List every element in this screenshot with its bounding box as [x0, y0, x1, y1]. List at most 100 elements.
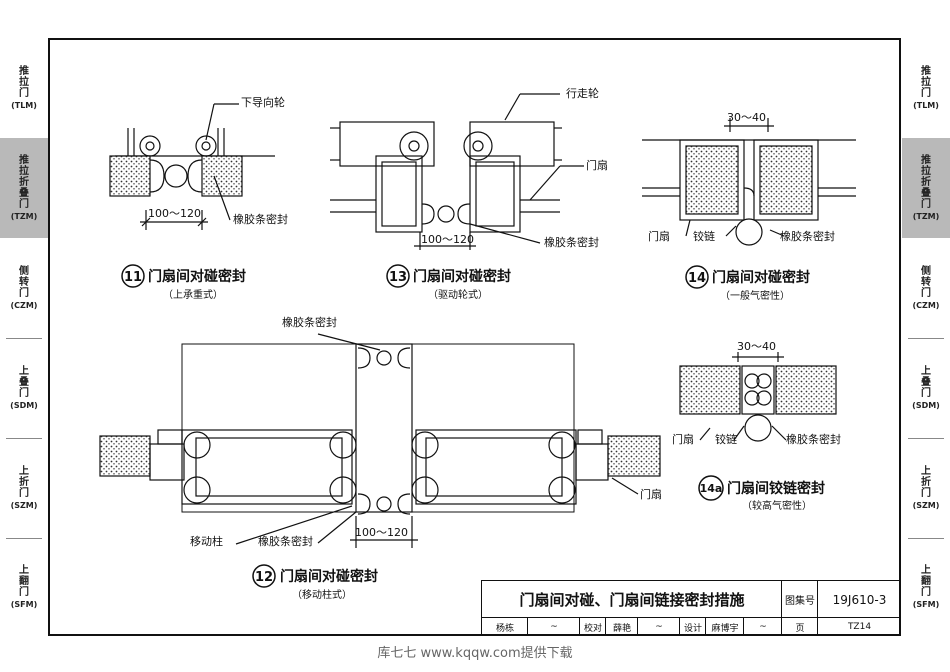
tab-czm[interactable]: 侧 转 门 (CZM)	[902, 238, 950, 338]
detail-number-bubble	[252, 564, 276, 588]
tab-label: 上 翻 门	[921, 564, 931, 598]
label-hinge: 铰链	[693, 229, 715, 243]
guide-wheel-left	[139, 135, 161, 157]
detail-number-bubble	[386, 264, 410, 288]
right-leaf-frame	[753, 139, 819, 221]
tab-szm[interactable]: 上 折 门 (SZM)	[902, 438, 950, 538]
tab-label: 上 折 门	[921, 465, 931, 499]
label-hinge: 铰链	[715, 432, 737, 446]
tab-szm[interactable]: 上 折 门 (SZM)	[0, 438, 48, 538]
tab-tlm[interactable]: 推 拉 门 (TLM)	[902, 38, 950, 138]
review-name: 杨栋	[481, 617, 528, 636]
right-leaf-section	[775, 365, 837, 415]
label-rubber-seal-bottom: 橡胶条密封	[258, 534, 313, 548]
tab-tlm[interactable]: 推 拉 门 (TLM)	[0, 38, 48, 138]
hinge-seal	[744, 414, 772, 442]
side-index-left: 推 拉 门 (TLM) 推 拉 折 叠 门 (TZM) 侧 转 门 (CZM) …	[0, 38, 48, 636]
dimension-text: 30～40	[727, 111, 766, 124]
tab-sdm[interactable]: 上 叠 门 (SDM)	[0, 338, 48, 438]
tab-czm[interactable]: 侧 转 门 (CZM)	[0, 238, 48, 338]
label-walking-wheel: 行走轮	[566, 86, 599, 100]
detail-number: 13	[389, 270, 407, 285]
tab-code: (TLM)	[11, 100, 37, 110]
check-name: 薛艳	[605, 617, 638, 636]
detail-number: 11	[124, 270, 142, 285]
label-door-leaf: 门扇	[648, 229, 670, 243]
detail-number: 14	[688, 271, 706, 286]
check-signature: ~	[637, 617, 680, 636]
atlas-number: 19J610-3	[817, 580, 901, 618]
tab-label: 推 拉 门	[19, 65, 29, 99]
atlas-label: 图集号	[781, 580, 818, 618]
tab-sdm[interactable]: 上 叠 门 (SDM)	[902, 338, 950, 438]
tab-code: (TLM)	[913, 100, 939, 110]
tab-divider	[908, 338, 944, 339]
download-footer: 库七七 www.kqqw.com提供下载	[377, 646, 573, 661]
tab-tzm[interactable]: 推 拉 折 叠 门 (TZM)	[0, 138, 48, 238]
tab-label: 推 拉 门	[921, 65, 931, 99]
walking-wheel-right	[463, 131, 493, 161]
label-rubber-seal: 橡胶条密封	[233, 212, 288, 226]
review-signature: ~	[527, 617, 580, 636]
dimension-text: 100～120	[421, 233, 474, 246]
detail-14: 30～40 门扇 铰链 橡胶条密封 14 门扇间对碰密封 （一般气密性）	[642, 111, 856, 302]
tab-divider	[908, 538, 944, 539]
tab-code: (CZM)	[10, 300, 38, 310]
left-leaf-frame	[375, 155, 423, 233]
label-door-leaf: 门扇	[640, 487, 662, 501]
detail-number-bubble	[685, 265, 709, 289]
tab-tzm[interactable]: 推 拉 折 叠 门 (TZM)	[902, 138, 950, 238]
detail-subtitle: （驱动轮式）	[428, 288, 488, 301]
tab-sfm[interactable]: 上 翻 门 (SFM)	[0, 538, 48, 636]
detail-subtitle: （一般气密性）	[720, 289, 790, 302]
tab-label: 上 叠 门	[19, 365, 29, 399]
detail-subtitle: （上承重式）	[163, 288, 223, 301]
label-rubber-seal-top: 橡胶条密封	[282, 315, 337, 329]
label-moving-post: 移动柱	[190, 534, 223, 548]
tab-code: (SFM)	[10, 599, 38, 609]
label-rubber-seal: 橡胶条密封	[786, 432, 841, 446]
detail-title: 门扇间对碰密封	[148, 268, 246, 285]
side-index-right: 推 拉 门 (TLM) 推 拉 折 叠 门 (TZM) 侧 转 门 (CZM) …	[902, 38, 950, 636]
tab-divider	[6, 538, 42, 539]
tab-code: (SDM)	[10, 400, 38, 410]
tab-sfm[interactable]: 上 翻 门 (SFM)	[902, 538, 950, 636]
check-label: 校对	[579, 617, 606, 636]
tab-label: 上 折 门	[19, 465, 29, 499]
wall-left	[99, 435, 151, 477]
guide-wheel-right	[195, 135, 217, 157]
detail-number: 14a	[700, 482, 723, 495]
left-leaf-frame	[679, 139, 745, 221]
detail-title: 门扇间对碰密封	[280, 568, 378, 585]
detail-number-bubble	[121, 264, 145, 288]
design-label: 设计	[679, 617, 706, 636]
page-number: TZ14	[817, 617, 901, 636]
tab-divider	[6, 438, 42, 439]
wall-right	[607, 435, 661, 477]
tab-code: (TZM)	[10, 211, 38, 221]
dimension-text: 100～120	[148, 207, 201, 220]
detail-title: 门扇间铰链密封	[727, 480, 825, 497]
detail-number: 12	[255, 570, 273, 585]
tab-divider	[6, 338, 42, 339]
tab-code: (SZM)	[10, 500, 38, 510]
right-leaf-frame	[469, 155, 521, 233]
moving-post	[355, 343, 413, 513]
detail-12: 橡胶条密封 移动柱 橡胶条密封 门扇 100～120 12 门扇间对碰密封 （移…	[99, 315, 662, 601]
detail-title: 门扇间对碰密封	[712, 269, 810, 286]
tab-label: 上 翻 门	[19, 564, 29, 598]
right-leaf-section	[201, 155, 243, 197]
label-guide-wheel: 下导向轮	[241, 95, 285, 109]
outline-frame	[181, 343, 575, 513]
sheet-title: 门扇间对碰、门扇间链接密封措施	[481, 580, 782, 618]
label-rubber-seal: 橡胶条密封	[780, 229, 835, 243]
left-leaf-section	[109, 155, 151, 197]
detail-11: 下导向轮 橡胶条密封 100～120 11 门扇间对碰密封 （上承重式）	[109, 95, 288, 301]
page-label: 页	[781, 617, 818, 636]
label-rubber-seal: 橡胶条密封	[544, 235, 599, 249]
tab-label: 推 拉 折 叠 门	[921, 154, 931, 210]
left-carriage	[339, 121, 435, 167]
detail-number-bubble	[698, 475, 724, 501]
tab-code: (SZM)	[912, 500, 940, 510]
